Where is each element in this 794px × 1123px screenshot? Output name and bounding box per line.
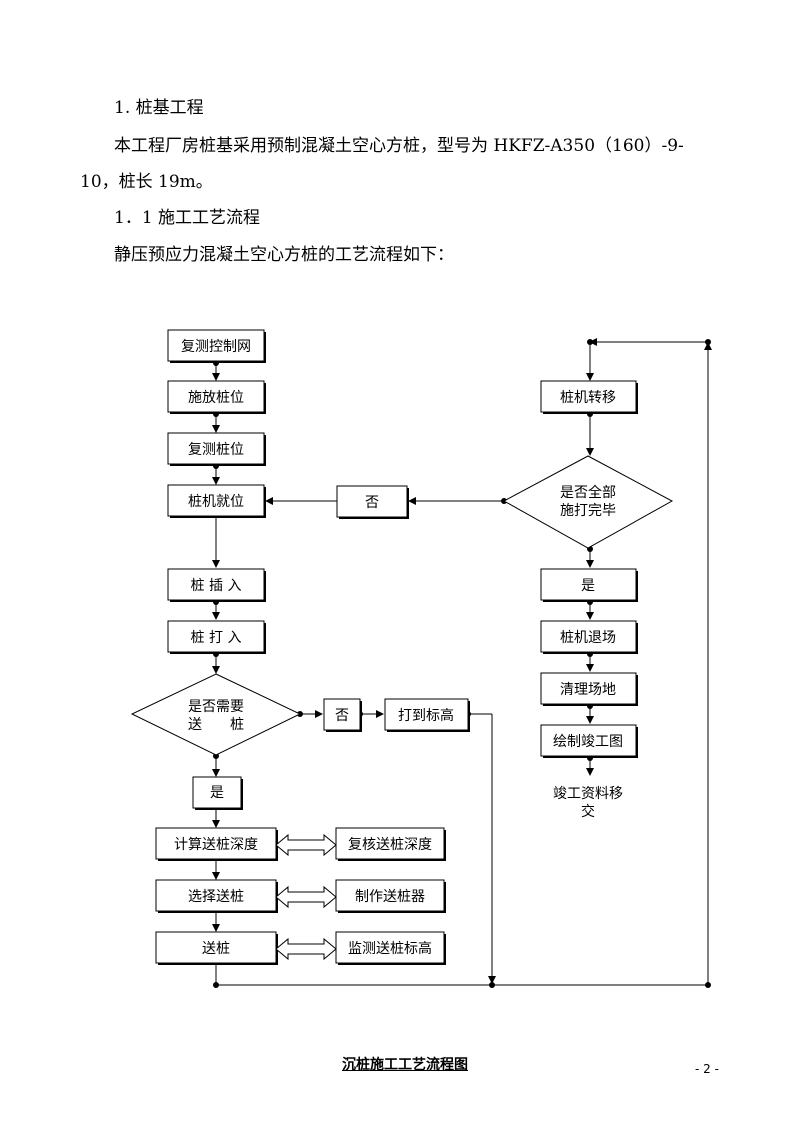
flow-step-resurvey-control: 复测控制网 <box>167 329 266 363</box>
double-arrow-select-make <box>275 885 337 909</box>
svg-text:复测控制网: 复测控制网 <box>181 338 251 355</box>
svg-text:制作送桩器: 制作送桩器 <box>355 888 425 905</box>
svg-text:施打完毕: 施打完毕 <box>560 502 616 519</box>
svg-text:复测桩位: 复测桩位 <box>188 441 244 458</box>
flow-step-calc-follower-depth: 计算送桩深度 <box>155 827 278 861</box>
svg-text:计算送桩深度: 计算送桩深度 <box>174 836 258 853</box>
flow-label-no-top: 否 <box>336 485 409 519</box>
double-arrow-send-monitor <box>275 937 337 961</box>
svg-text:否: 否 <box>365 495 379 511</box>
flow-step-pile-insertion: 桩 插 入 <box>167 568 266 602</box>
intro-text: 静压预应力混凝土空心方桩的工艺流程如下： <box>114 245 454 265</box>
subsection-heading: 1．1 施工工艺流程 <box>114 208 261 228</box>
flow-label-yes-right: 是 <box>540 568 638 602</box>
flow-step-handover-docs: 竣工资料移 交 <box>553 786 623 820</box>
flow-step-recheck-follower-depth: 复核送桩深度 <box>335 827 446 861</box>
flow-step-pile-machine-transfer: 桩机转移 <box>540 380 638 414</box>
svg-text:交: 交 <box>581 803 595 820</box>
flow-decision-all-driven: 是否全部 施打完毕 <box>502 455 674 549</box>
page-number: - 2 - <box>695 1062 719 1076</box>
svg-text:桩机退场: 桩机退场 <box>560 629 616 646</box>
flow-step-resurvey-pile-positions: 复测桩位 <box>167 432 266 466</box>
flow-step-pile-machine-in-place: 桩机就位 <box>167 484 266 518</box>
double-arrow-calc-recheck <box>275 833 337 857</box>
section-heading: 1. 桩基工程 <box>114 98 204 118</box>
svg-text:复核送桩深度: 复核送桩深度 <box>348 836 432 853</box>
flow-label-no-middle: 否 <box>323 698 362 732</box>
flow-step-layout-pile-positions: 施放桩位 <box>167 380 266 414</box>
svg-text:桩 插 入: 桩 插 入 <box>191 577 242 594</box>
flow-step-select-follower: 选择送桩 <box>155 879 278 913</box>
flow-label-yes-left: 是 <box>192 776 243 810</box>
svg-text:竣工资料移: 竣工资料移 <box>553 786 623 802</box>
figure-caption: 沉桩施工工艺流程图 <box>342 1057 468 1073</box>
svg-text:是: 是 <box>581 578 595 594</box>
svg-text:绘制竣工图: 绘制竣工图 <box>553 734 623 750</box>
svg-text:桩机就位: 桩机就位 <box>188 493 244 510</box>
svg-text:清理场地: 清理场地 <box>560 682 616 698</box>
flow-step-make-follower-tool: 制作送桩器 <box>335 879 446 913</box>
svg-text:选择送桩: 选择送桩 <box>188 888 244 905</box>
flow-step-clean-site: 清理场地 <box>540 672 638 706</box>
svg-text:是否全部: 是否全部 <box>560 484 616 501</box>
svg-text:监测送桩标高: 监测送桩标高 <box>348 940 432 957</box>
svg-text:否: 否 <box>335 708 349 724</box>
svg-text:是: 是 <box>210 785 224 801</box>
svg-text:送 桩: 送 桩 <box>188 716 244 733</box>
svg-text:施放桩位: 施放桩位 <box>188 389 244 406</box>
svg-text:是否需要: 是否需要 <box>188 699 244 715</box>
flow-step-machine-exit: 桩机退场 <box>540 620 638 654</box>
svg-text:桩机转移: 桩机转移 <box>560 389 616 406</box>
body-text-line-1: 本工程厂房桩基采用预制混凝土空心方桩，型号为 HKFZ-A350（160）-9- <box>114 136 684 156</box>
flow-step-send-pile: 送桩 <box>155 931 278 965</box>
flow-step-pile-driving: 桩 打 入 <box>167 620 266 654</box>
flow-step-as-built-drawing: 绘制竣工图 <box>540 724 638 758</box>
svg-text:桩 打 入: 桩 打 入 <box>191 629 242 646</box>
svg-text:打到标高: 打到标高 <box>398 707 454 724</box>
flow-step-monitor-follower-level: 监测送桩标高 <box>335 931 446 965</box>
body-text-line-2: 10，桩长 19m。 <box>80 172 213 192</box>
svg-text:送桩: 送桩 <box>202 940 230 957</box>
flow-step-drive-to-level: 打到标高 <box>384 698 470 732</box>
flow-decision-need-follower: 是否需要 送 桩 <box>130 673 302 756</box>
